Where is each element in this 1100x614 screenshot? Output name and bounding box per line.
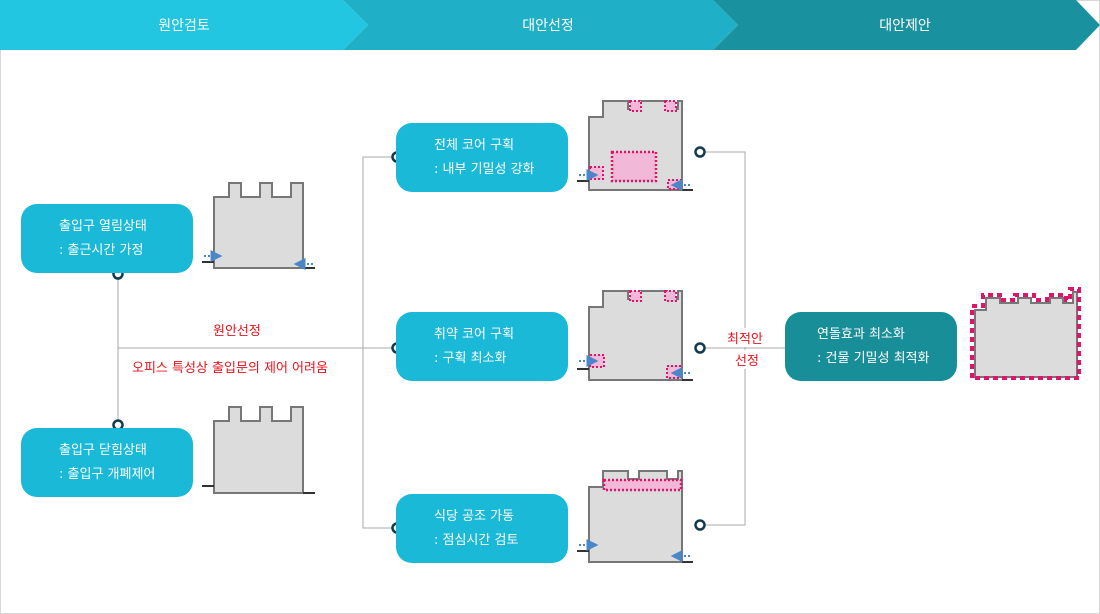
core-zone-highlight [610, 150, 658, 183]
node-alt-cafeteria-line1: 식당 공조 가동 [434, 508, 515, 524]
floorplan-optimized [970, 287, 1081, 380]
node-alt-full-core-line1: 전체 코어 구획 [434, 137, 515, 153]
node-final: 연돌효과 최소화 : 건물 기밀성 최적화 [785, 312, 957, 381]
original-selection-label: 원안선정 [213, 324, 261, 339]
header-step-2-label: 대안선정 [522, 18, 574, 34]
floorplan-weak-core [577, 290, 693, 381]
node-alt-cafeteria: 식당 공조 가동 : 점심시간 검토 [396, 494, 568, 563]
optimal-label-line2: 선정 [733, 350, 761, 369]
node-alt-weak-core-line1: 취약 코어 구획 [434, 326, 515, 342]
node-alt-cafeteria-line2: : 점심시간 검토 [434, 532, 519, 548]
original-reason-label: 오피스 특성상 출입문의 제어 어려움 [132, 361, 328, 376]
node-entrance-closed: 출입구 닫힘상태 : 출입구 개폐제어 [21, 428, 193, 497]
header-step-3-label: 대안제안 [879, 18, 931, 34]
floorplan-entrance-open [202, 182, 315, 270]
node-alt-weak-core: 취약 코어 구획 : 구획 최소화 [396, 312, 568, 381]
header-step-2-shape [343, 0, 738, 50]
process-header: 원안검토 대안선정 대안제안 [0, 0, 1100, 50]
node-entrance-closed-line1: 출입구 닫힘상태 [59, 442, 147, 458]
node-alt-full-core: 전체 코어 구획 : 내부 기밀성 강화 [396, 123, 568, 192]
header-step-1-label: 원안검토 [158, 18, 210, 34]
airtight-boundary-highlight [970, 287, 1081, 380]
header-step-1-shape [0, 0, 368, 50]
dot-right-top [694, 146, 706, 158]
dot-right-mid [694, 342, 706, 354]
floorplan-cafeteria [577, 470, 693, 563]
node-final-line2: : 건물 기밀성 최적화 [817, 350, 930, 366]
left-split-line [362, 156, 397, 529]
node-alt-weak-core-line2: : 구획 최소화 [434, 350, 507, 366]
header-step-3-shape [713, 0, 1100, 50]
floorplan-full-core [577, 100, 693, 191]
node-entrance-closed-line2: : 출입구 개폐제어 [59, 466, 156, 482]
node-alt-full-core-line2: : 내부 기밀성 강화 [434, 161, 535, 177]
node-entrance-open: 출입구 열림상태 : 출근시간 가정 [21, 204, 193, 273]
dot-right-bottom [694, 519, 706, 531]
node-entrance-open-line1: 출입구 열림상태 [59, 218, 147, 234]
node-final-line1: 연돌효과 최소화 [817, 326, 905, 342]
floorplan-entrance-closed [202, 406, 315, 494]
optimal-label-line1: 최적안 [725, 328, 765, 347]
node-entrance-open-line2: : 출근시간 가정 [59, 242, 144, 258]
cafeteria-zone-highlight [602, 478, 683, 492]
